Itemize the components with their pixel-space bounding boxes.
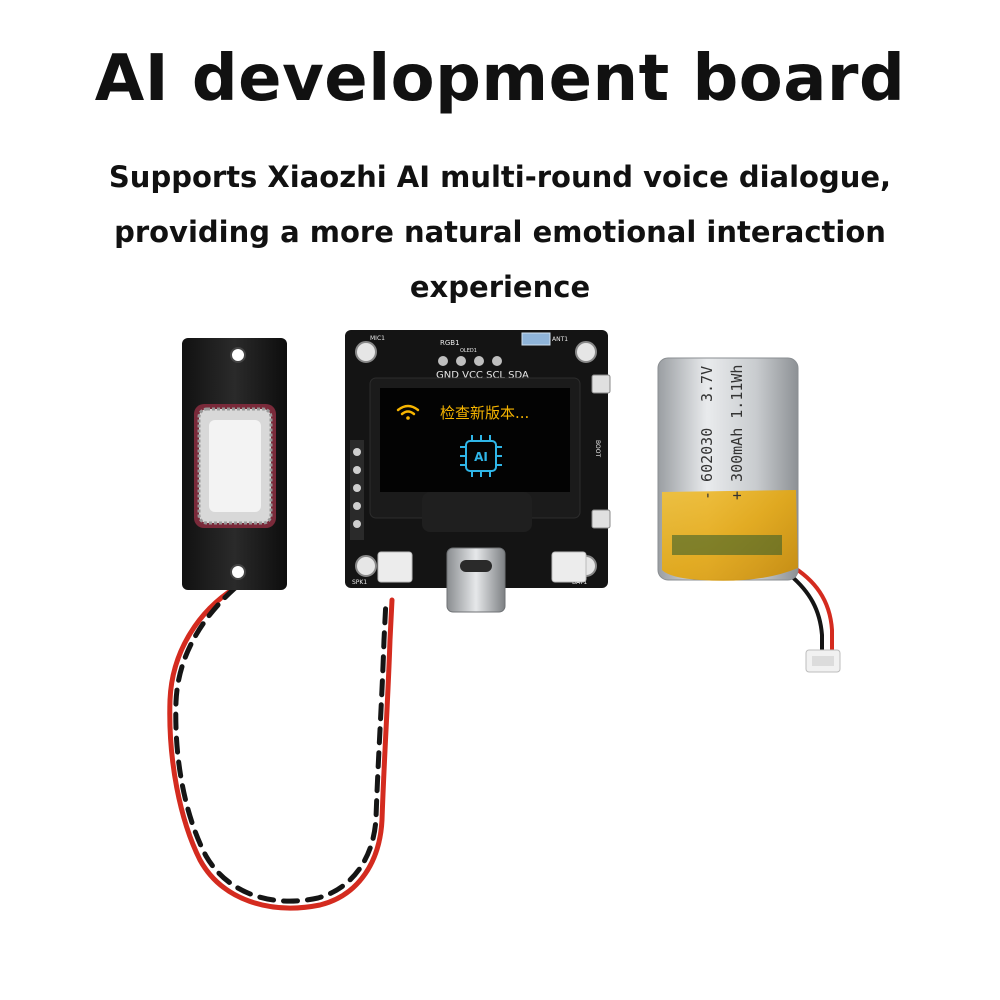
usb-c-port[interactable] [446, 547, 506, 613]
mount-hole-icon [230, 347, 246, 363]
dev-board: GND VCC SCL SDA RGB1 OLED1 MIC1 ANT1 BOO… [345, 330, 611, 613]
side-header-pads [350, 440, 364, 540]
screen-status-text: 检查新版本... [440, 404, 529, 422]
spk-label: SPK1 [352, 579, 367, 586]
ant-label: ANT1 [552, 336, 568, 343]
battery-capacity: + 300mAh 1.11Wh [728, 365, 746, 500]
jst-connector [805, 649, 841, 673]
speaker [182, 338, 287, 590]
page-title: AI development board [94, 42, 906, 116]
antenna-chip [521, 332, 551, 346]
oled-header-pins [438, 356, 502, 366]
mic-label: MIC1 [370, 335, 385, 342]
wifi-icon [396, 404, 420, 420]
battery-leads [788, 563, 834, 654]
speaker-cable [167, 585, 395, 911]
mount-hole-icon [230, 564, 246, 580]
speaker-connector [377, 551, 413, 583]
oled-label: OLED1 [460, 348, 477, 354]
battery-model: - 602030 [698, 428, 716, 500]
rgb-label: RGB1 [440, 339, 460, 347]
battery-voltage: 3.7V [698, 366, 716, 402]
chip-label: AI [474, 450, 488, 464]
reset-button[interactable] [591, 509, 611, 529]
battery-connector [551, 551, 587, 583]
boot-button[interactable] [591, 374, 611, 394]
lipo-battery: - 602030 3.7V + 300mAh 1.11Wh [657, 357, 799, 581]
boot-label: BOOT [594, 440, 601, 457]
ai-chip-icon [460, 435, 502, 477]
pin-header-label: GND VCC SCL SDA [436, 370, 529, 381]
page-subtitle: Supports Xiaozhi AI multi-round voice di… [108, 160, 892, 304]
